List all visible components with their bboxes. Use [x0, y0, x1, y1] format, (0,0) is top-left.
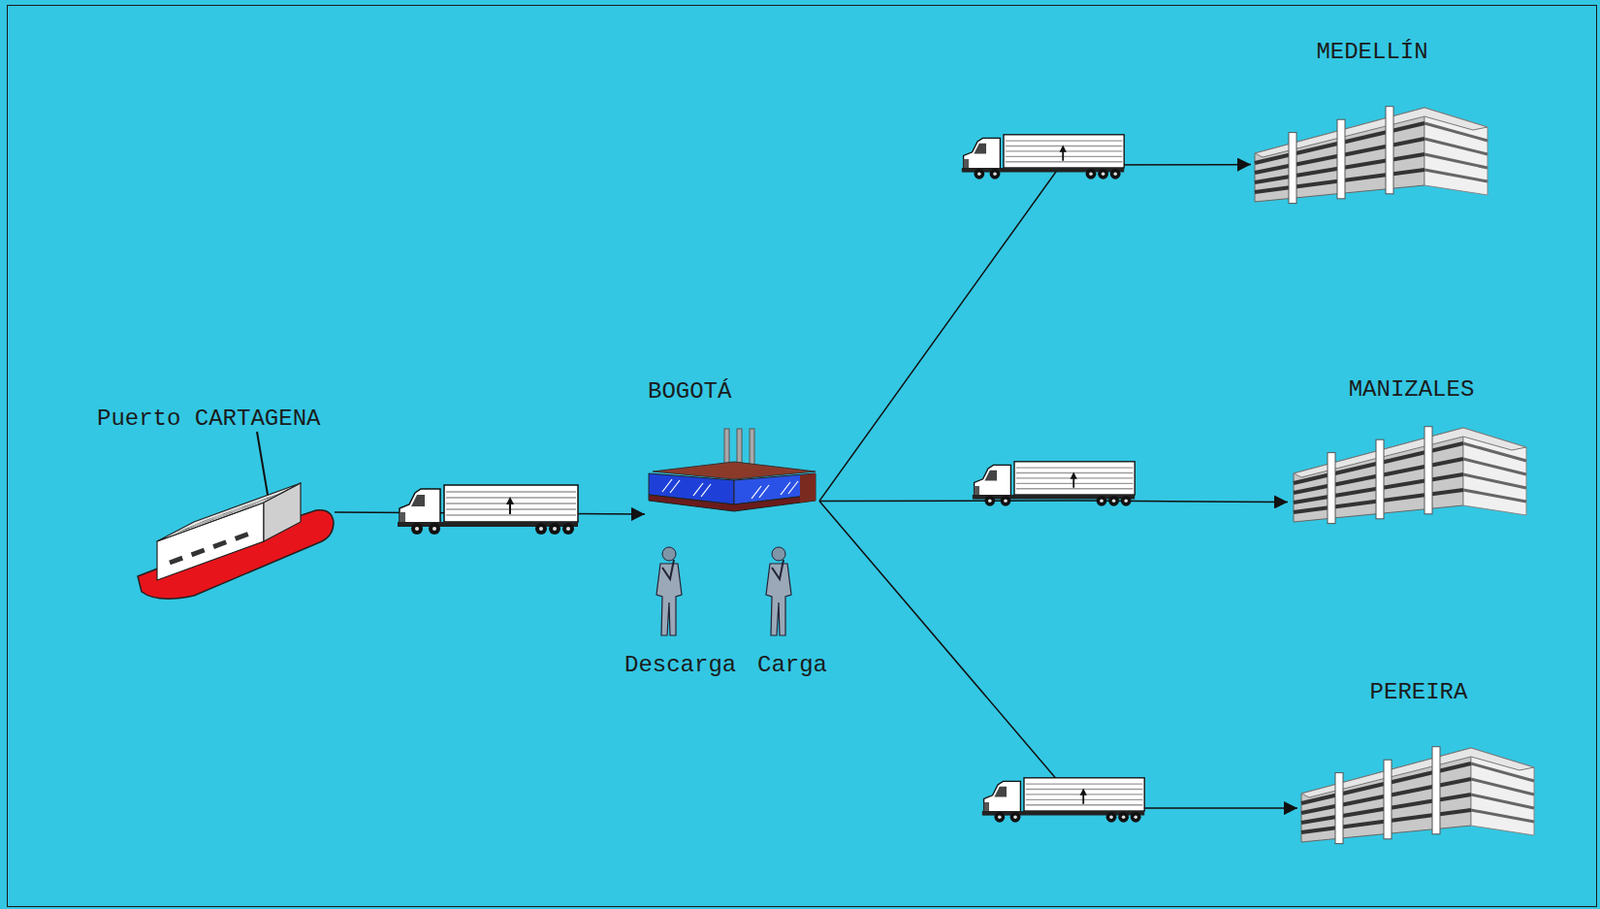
ship-windows	[169, 532, 253, 563]
floor-band	[1471, 809, 1535, 822]
warehouse-pillar	[1432, 746, 1440, 834]
factory-side	[800, 473, 816, 503]
node-title: BOGOTÁ	[647, 378, 820, 407]
warehouse-pillar	[1383, 759, 1392, 839]
glass-reflection	[701, 483, 711, 497]
node-title: Puerto CARTAGENA	[96, 405, 335, 434]
glass-reflection	[759, 484, 769, 498]
ship-side	[263, 482, 301, 542]
floor-band	[1471, 763, 1535, 781]
floor-band	[1424, 123, 1488, 141]
leader-line	[256, 431, 268, 495]
node-title: MEDELLÍN	[1250, 38, 1494, 67]
floor-band	[1463, 443, 1527, 461]
node-illustration	[96, 405, 335, 600]
factory-base	[648, 494, 816, 512]
warehouse-pillar	[1385, 106, 1394, 194]
worker-figure	[766, 546, 792, 636]
glass-reflection	[788, 480, 799, 494]
flow-connector	[819, 500, 1288, 503]
worker-label: Descarga	[624, 651, 736, 680]
warehouse-node: MANIZALES	[1287, 376, 1536, 534]
warehouse-pillar	[1337, 119, 1345, 199]
port-node: Puerto CARTAGENA	[96, 405, 335, 600]
warehouse-icon	[1301, 746, 1535, 844]
flow-connector	[819, 164, 1251, 502]
warehouse-pillar	[1424, 426, 1433, 514]
factory-node: BOGOTÁ	[644, 378, 820, 534]
warehouse-pillar	[1288, 132, 1297, 204]
warehouse-node: PEREIRA	[1297, 678, 1540, 850]
ship-front	[157, 502, 264, 580]
warehouse-pillar	[1335, 772, 1344, 844]
truck	[397, 484, 578, 535]
worker-figure	[656, 546, 682, 636]
warehouse-pillar	[1376, 439, 1384, 519]
warehouse-icon	[1293, 426, 1527, 524]
truck	[982, 777, 1145, 823]
floor-band	[1424, 138, 1488, 155]
worker-label: Carga	[757, 651, 828, 680]
node-title: PEREIRA	[1297, 678, 1540, 707]
node-title: MANIZALES	[1287, 376, 1536, 405]
floor-band	[1424, 154, 1488, 168]
warehouse-node: MEDELLÍN	[1250, 38, 1494, 214]
warehouse-pillar	[1327, 452, 1336, 524]
ship-roof	[157, 482, 301, 542]
floor-band	[1463, 489, 1527, 502]
glass-reflection	[670, 480, 680, 493]
glass-reflection	[662, 479, 672, 492]
glass-reflection	[693, 482, 704, 496]
floor-band	[1463, 458, 1527, 475]
roof-grid	[189, 499, 267, 528]
truck	[972, 461, 1135, 507]
roof-grid	[174, 492, 282, 534]
flow-connector	[819, 500, 1298, 808]
truck	[961, 134, 1124, 180]
floor-band	[1424, 169, 1488, 182]
floor-band	[1463, 474, 1527, 488]
floor-band	[1471, 778, 1535, 795]
warehouse-icon	[1254, 106, 1488, 204]
floor-band	[1471, 794, 1535, 808]
